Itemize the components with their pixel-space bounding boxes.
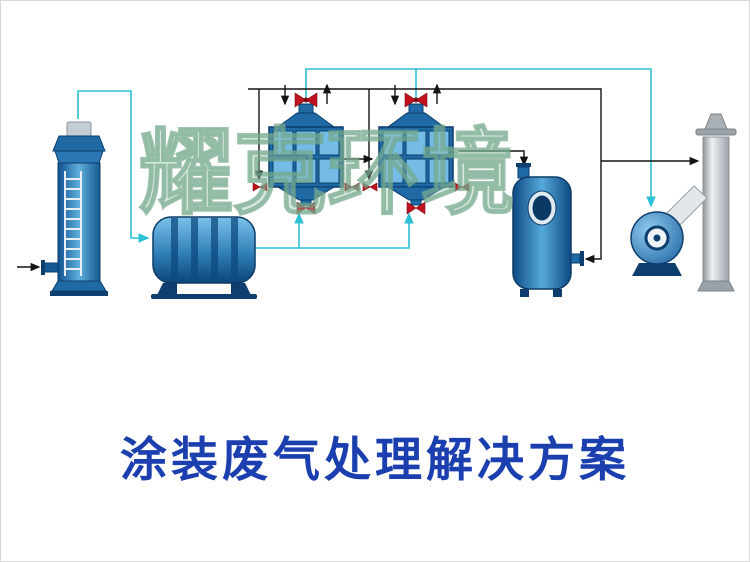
filter-tank-leg-right — [231, 283, 251, 295]
box2-neck — [408, 103, 424, 114]
pipe-tank-to-box2 — [299, 212, 414, 249]
chimney-cap-brim — [695, 128, 737, 136]
pipe-box2-to-buffer — [459, 150, 529, 167]
box1-bottom-valve — [296, 201, 316, 215]
filter-tank-leg-left — [157, 283, 177, 295]
pipe-network — [17, 68, 700, 272]
filter-tank-base — [151, 294, 257, 299]
box2-panels — [382, 130, 450, 184]
carbon-adsorption-box-2 — [378, 103, 454, 206]
box1-panels — [272, 130, 340, 184]
box2-bottom-hopper — [386, 186, 446, 201]
box1-right-valve — [344, 182, 360, 192]
valves-and-fans — [252, 92, 470, 215]
tower-top-cap — [66, 121, 92, 137]
box1-bottom-hopper — [276, 186, 336, 201]
filter-tank-band — [171, 218, 178, 282]
pipe-top-header — [248, 88, 602, 264]
box2-bottom-stem — [410, 199, 422, 206]
box2-top-fan-valve — [404, 92, 428, 108]
spray-tower — [41, 121, 108, 296]
filter-tank-band — [211, 218, 218, 282]
buffer-top-flange — [516, 163, 531, 167]
tower-inlet-flange — [41, 260, 45, 275]
tower-ladder — [64, 171, 82, 276]
filter-tank-band — [191, 218, 198, 282]
buffer-side-stub — [570, 253, 581, 264]
chimney-base — [697, 280, 735, 292]
buffer-leg-right — [553, 289, 562, 297]
box2-left-valve — [362, 182, 378, 192]
filter-tank-band — [231, 218, 238, 282]
box2-bottom-valve — [406, 201, 426, 215]
fan-hub — [653, 234, 661, 242]
tower-upper-collar — [52, 135, 106, 152]
buffer-side-flange — [580, 251, 584, 266]
tower-base-skirt — [51, 280, 107, 292]
box2-top-hopper — [386, 112, 446, 128]
exhaust-chimney — [695, 113, 737, 292]
buffer-tank — [512, 163, 584, 297]
tower-base-plate — [50, 291, 108, 296]
box1-top-fan-valve — [294, 92, 318, 108]
pipe-tower-to-tank — [77, 90, 150, 243]
box1-left-valve — [252, 182, 268, 192]
pipe-box1-to-fan — [305, 68, 656, 208]
buffer-leg-left — [520, 289, 529, 297]
filter-tank-body — [152, 216, 256, 284]
centrifugal-fan — [630, 185, 708, 276]
horizontal-filter-tank — [151, 216, 257, 299]
box1-neck — [298, 103, 314, 114]
buffer-window — [532, 195, 552, 221]
chimney-stack — [702, 136, 730, 282]
fan-base — [632, 263, 682, 276]
box2-right-valve — [454, 182, 470, 192]
box1-bottom-stem — [300, 199, 312, 206]
tower-inlet-stub — [43, 262, 59, 273]
chimney-cap-hat — [704, 113, 728, 130]
carbon-adsorption-box-1 — [268, 103, 344, 206]
page-title: 涂装废气处理解决方案 — [120, 435, 630, 487]
tower-lower-collar — [54, 150, 104, 164]
pipe-tank-to-box1 — [255, 212, 304, 249]
box1-top-hopper — [276, 112, 336, 128]
buffer-body — [512, 176, 572, 290]
